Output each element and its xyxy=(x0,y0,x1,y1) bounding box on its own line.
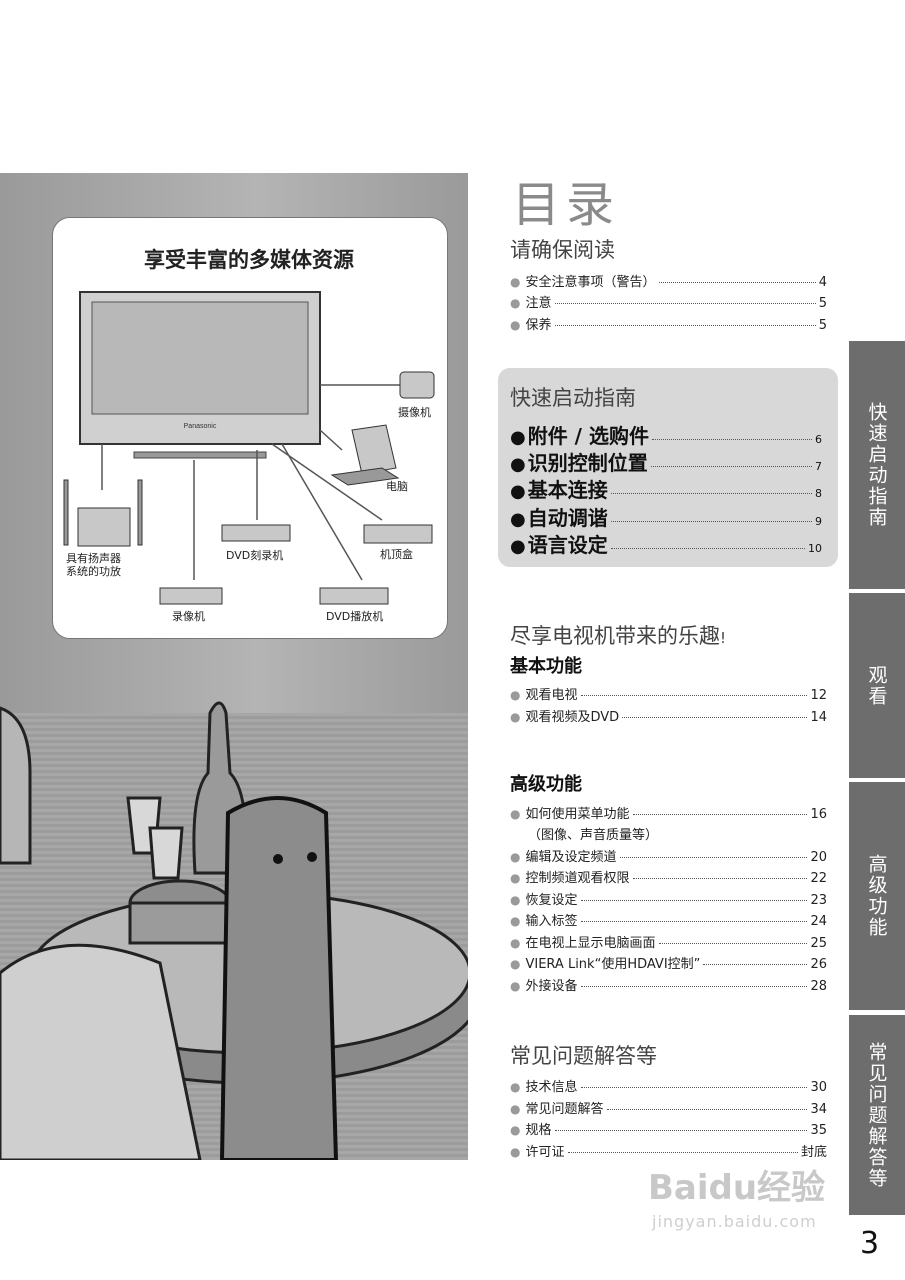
bullet-icon: ● xyxy=(510,1102,521,1116)
bullet-icon: ● xyxy=(510,914,521,928)
bullet-icon: ● xyxy=(510,893,521,907)
toc-row[interactable]: ●许可证封底 xyxy=(510,1145,827,1160)
label-pc: 电脑 xyxy=(386,480,408,493)
media-card-title: 享受丰富的多媒体资源 xyxy=(144,248,354,272)
tab-watch[interactable]: 观看 xyxy=(849,593,905,778)
subsection-title-advanced: 高级功能 xyxy=(510,774,582,795)
bullet-icon: ● xyxy=(510,427,526,448)
bullet-icon: ● xyxy=(510,936,521,950)
bullet-icon: ● xyxy=(510,481,526,502)
bullet-icon: ● xyxy=(510,1080,521,1094)
tab-faq[interactable]: 常见问题解答等 xyxy=(849,1015,905,1215)
toc-row[interactable]: ●安全注意事项（警告）4 xyxy=(510,275,827,290)
tab-quick-start[interactable]: 快速启动指南 xyxy=(849,341,905,589)
watermark-logo: Baidu经验 xyxy=(648,1168,826,1208)
subsection-title-basic: 基本功能 xyxy=(510,656,582,677)
label-settop: 机顶盒 xyxy=(380,548,413,561)
bullet-icon: ● xyxy=(510,536,526,557)
watermark-url: jingyan.baidu.com xyxy=(652,1212,817,1231)
bullet-icon: ● xyxy=(510,275,521,289)
page-number: 3 xyxy=(860,1226,880,1261)
bullet-icon: ● xyxy=(510,871,521,885)
tv-brand: Panasonic xyxy=(184,423,217,430)
bullet-icon: ● xyxy=(510,850,521,864)
bullet-icon: ● xyxy=(510,509,526,530)
page-title: 目录 xyxy=(512,177,621,233)
advanced-note: （图像、声音质量等） xyxy=(528,828,659,843)
label-dvd-player: DVD播放机 xyxy=(326,610,384,623)
living-room-illustration xyxy=(0,701,468,1160)
label-camcorder: 摄像机 xyxy=(398,406,431,419)
section-title-quick-start: 快速启动指南 xyxy=(510,386,636,410)
bullet-icon: ● xyxy=(510,957,521,971)
bullet-icon: ● xyxy=(510,1145,521,1159)
label-dvd-recorder: DVD刻录机 xyxy=(226,549,284,562)
toc-row[interactable]: ●VIERA Link“使用HDAVI控制”26 xyxy=(510,957,827,972)
quick-start-box xyxy=(498,368,838,567)
tab-advanced[interactable]: 高级功能 xyxy=(849,782,905,1010)
label-vcr: 录像机 xyxy=(172,610,205,623)
bullet-icon: ● xyxy=(510,296,521,310)
bullet-icon: ● xyxy=(510,688,521,702)
section-title-enjoy: 尽享电视机带来的乐趣! xyxy=(510,624,727,648)
bullet-icon: ● xyxy=(510,318,521,332)
bullet-icon: ● xyxy=(510,979,521,993)
label-amp-line1: 具有扬声器 xyxy=(66,552,121,565)
bullet-icon: ● xyxy=(510,1123,521,1137)
bullet-icon: ● xyxy=(510,710,521,724)
label-amp-line2: 系统的功放 xyxy=(66,565,121,578)
connection-diagram: Panasonic xyxy=(63,291,435,605)
section-title-read-first: 请确保阅读 xyxy=(510,238,615,262)
section-title-faq: 常见问题解答等 xyxy=(510,1044,657,1068)
bullet-icon: ● xyxy=(510,454,526,475)
bullet-icon: ● xyxy=(510,807,521,821)
